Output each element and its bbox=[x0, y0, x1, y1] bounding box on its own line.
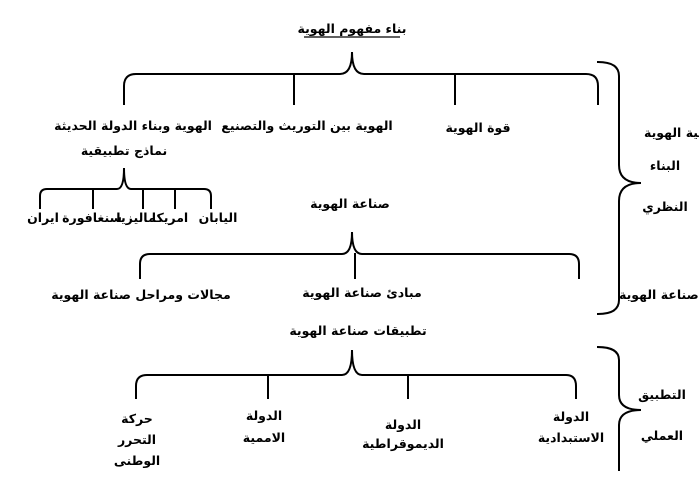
model-usa: امريكا bbox=[152, 210, 188, 225]
theory-branch-inheritance: الهوية بين التوريث والتصنيع bbox=[221, 118, 392, 133]
theory-branch-strength: قوة الهوية bbox=[445, 120, 510, 135]
theory-brace bbox=[123, 51, 599, 105]
practice-liberation-1: حركة bbox=[121, 411, 153, 426]
theory-branch-modern-state: الهوية وبناء الدولة الحديثة bbox=[54, 118, 212, 133]
practice-democratic-2: الديموقراطية bbox=[362, 436, 444, 451]
practice-section: تطبيقات صناعة الهوية الدولة الاستبدادية … bbox=[114, 323, 604, 468]
model-japan: اليابان bbox=[199, 210, 238, 225]
model-malaysia: ماليزيا bbox=[116, 210, 155, 225]
practice-authoritarian-2: الاستبدادية bbox=[538, 430, 604, 445]
practice-side-bracket bbox=[596, 345, 642, 471]
practice-side-label-2: العملي bbox=[641, 428, 683, 443]
theory-side-bracket bbox=[596, 60, 642, 316]
making-branch-principles: مبادئ صناعة الهوية bbox=[302, 285, 421, 300]
model-singapore: سنغافورة bbox=[62, 210, 122, 225]
practice-authoritarian-1: الدولة bbox=[553, 409, 589, 424]
practice-side-label-1: التطبيق bbox=[638, 387, 686, 402]
making-title: صناعة الهوية bbox=[310, 196, 390, 211]
making-branch-essence: ماهية واهمية صناعة الهوية bbox=[619, 287, 699, 302]
practice-liberation-2: التحرر bbox=[117, 432, 156, 447]
theory-side-label-2: النظري bbox=[642, 199, 688, 214]
model-iran: ايران bbox=[27, 210, 59, 225]
theory-title: بناء مفهوم الهوية bbox=[298, 21, 407, 37]
practice-internationalist-1: الدولة bbox=[246, 408, 282, 423]
practice-internationalist-2: الاممية bbox=[243, 430, 285, 445]
theory-side-label-1: البناء bbox=[650, 158, 680, 173]
making-brace bbox=[139, 231, 580, 279]
theory-section: بناء مفهوم الهوية ماهية واهمية الهوية قو… bbox=[27, 21, 699, 225]
practice-title: تطبيقات صناعة الهوية bbox=[289, 323, 426, 338]
theory-models-label: نماذج تطبيقية bbox=[81, 143, 167, 158]
theory-branch-essence: ماهية واهمية الهوية bbox=[644, 125, 699, 140]
practice-democratic-1: الدولة bbox=[385, 417, 421, 432]
models-brace bbox=[39, 167, 212, 209]
practice-brace bbox=[135, 349, 577, 399]
making-section: صناعة الهوية ماهية واهمية صناعة الهوية م… bbox=[51, 196, 699, 302]
practice-liberation-3: الوطنى bbox=[114, 453, 160, 468]
making-branch-fields: مجالات ومراحل صناعة الهوية bbox=[51, 287, 230, 302]
